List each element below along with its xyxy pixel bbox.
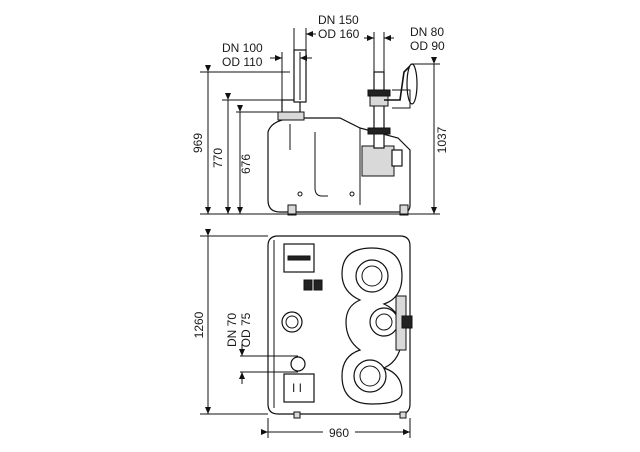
inlet-dn70 [290,356,306,372]
foot-left [287,204,297,216]
dim-1037: 1037 [435,126,449,153]
dim-960: 960 [329,426,349,440]
dim-676: 676 [239,154,253,174]
side-view [200,49,440,216]
pump-motor [361,145,395,177]
pump-1 [355,259,389,293]
dim-770: 770 [211,148,225,168]
top-view: I I [267,235,413,419]
label-od90: OD 90 [410,39,445,53]
label-od75: OD 75 [239,312,253,347]
label-dn150: DN 150 [318,13,359,27]
cover-bottom-left [283,373,315,403]
label-dn70: DN 70 [225,313,239,347]
label-od110: OD 110 [222,55,263,69]
pump-center [369,307,399,337]
svg-text:I I: I I [292,381,302,395]
label-dn80: DN 80 [410,25,444,39]
dim-1260: 1260 [192,311,206,338]
valve-handle [384,63,413,101]
dim-969: 969 [191,133,205,153]
pump-2 [353,359,387,393]
round-port [281,311,303,333]
label-dn100: DN 100 [222,41,263,55]
label-od160: OD 160 [318,27,360,41]
discharge-pipe [373,71,385,149]
foot-right [399,204,409,216]
